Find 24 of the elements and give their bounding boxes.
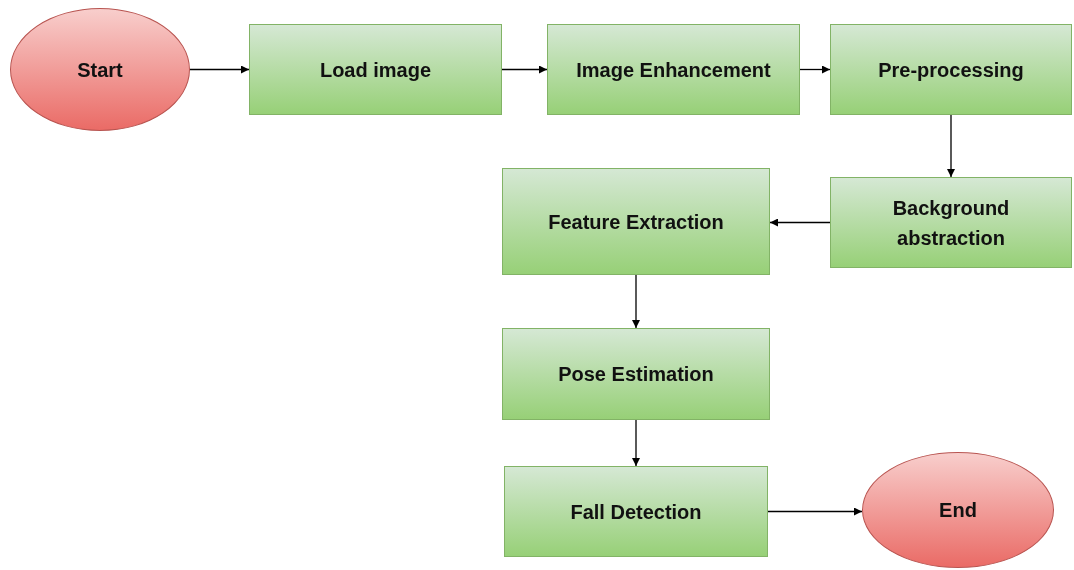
process-box [249, 24, 502, 115]
node-label: Pre-processing [877, 57, 1025, 83]
arrow [767, 507, 863, 516]
node-label: Background abstraction [891, 195, 1011, 251]
arrow [632, 419, 640, 467]
arrow [947, 114, 955, 178]
node-label: Image Enhancement [575, 57, 772, 83]
process-box [504, 466, 768, 557]
arrow [189, 65, 250, 74]
arrow [799, 65, 831, 74]
node-label: End [938, 498, 978, 523]
node-label: Pose Estimation [557, 362, 715, 387]
arrow [769, 218, 831, 227]
process-box [830, 177, 1072, 268]
process-box [502, 328, 770, 420]
node-label: Load image [318, 57, 433, 83]
process-box [502, 168, 770, 275]
node-label: Feature Extraction [547, 209, 725, 235]
node-label: Start [76, 57, 124, 83]
node-label: Fall Detection [569, 499, 703, 525]
arrow [632, 274, 640, 329]
arrow [501, 65, 548, 74]
process-box [547, 24, 800, 115]
process-box [830, 24, 1072, 115]
